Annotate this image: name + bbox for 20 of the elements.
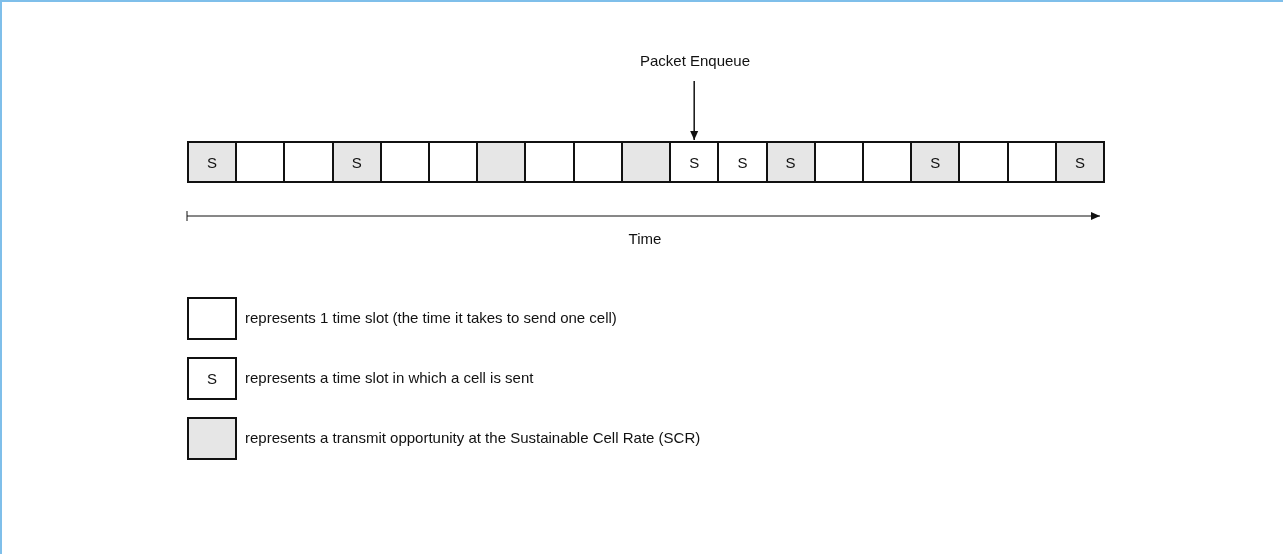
- time-slot: S: [765, 141, 816, 183]
- time-slot: [476, 141, 527, 183]
- legend-swatch: S: [187, 357, 237, 400]
- legend-text: represents a time slot in which a cell is sent: [245, 369, 534, 386]
- legend-text: represents 1 time slot (the time it takes to send one cell): [245, 309, 617, 326]
- axis-label: Time: [628, 230, 662, 247]
- time-slot: [958, 141, 1009, 183]
- time-slot: [524, 141, 575, 183]
- time-slot: [379, 141, 431, 183]
- time-slot: S: [910, 141, 961, 183]
- time-slot: S: [187, 141, 238, 183]
- legend-text: represents a transmit opportunity at the Sustainable Cell Rate (SCR): [245, 429, 701, 446]
- time-slot: [813, 141, 864, 183]
- time-slot: S: [669, 141, 720, 183]
- arrow: [690, 80, 699, 141]
- time-slot: [235, 141, 286, 183]
- time-slot: S: [1054, 141, 1105, 183]
- time-slot: [620, 141, 672, 183]
- event-label: Packet Enqueue: [639, 52, 751, 69]
- time-slot: S: [331, 141, 382, 183]
